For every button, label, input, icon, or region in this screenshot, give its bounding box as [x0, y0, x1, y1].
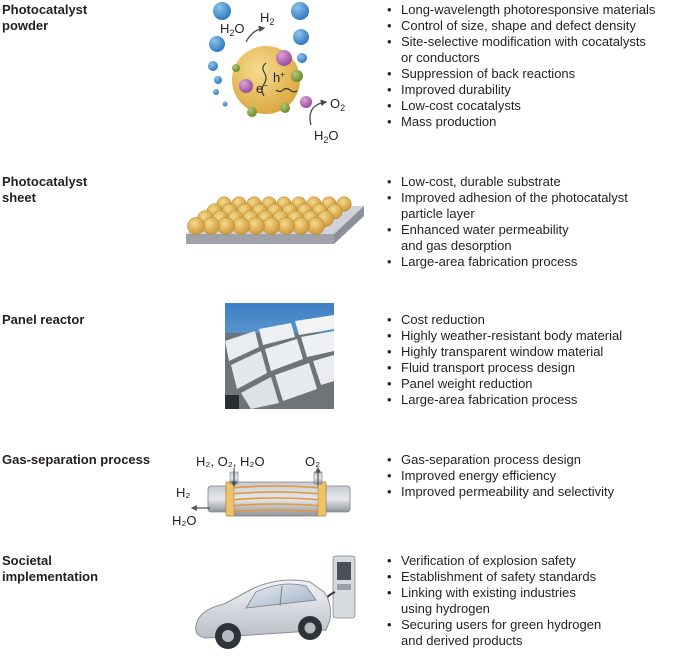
title-gas-separation-process: Gas-separation process [2, 452, 151, 467]
label-hole: h+ [273, 70, 285, 85]
sheet-particle [202, 217, 220, 235]
sheet-particle [277, 217, 295, 235]
label-h2o-out: H₂O [172, 513, 197, 528]
hydrogen-bubbles-left [208, 2, 231, 107]
label-h2-out: H₂ [176, 485, 190, 500]
cocatalyst-green [247, 107, 257, 117]
label-electron: e− [256, 81, 268, 96]
membrane-bundle [229, 485, 323, 513]
label-feed-gas: H₂, O₂, H₂O [196, 454, 265, 469]
label-h2o-top: H2O [220, 21, 245, 38]
cocatalyst-green [280, 103, 290, 113]
bullets-photocatalyst-sheet: Low-cost, durable substrate Improved adh… [387, 174, 628, 270]
label-o2: O2 [330, 96, 345, 113]
sheet-substrate-side [334, 206, 364, 244]
bullets-societal-implementation: Verification of explosion safety Establi… [387, 553, 601, 649]
bullets-gas-separation-process: Gas-separation process design Improved e… [387, 452, 614, 500]
panel-reactor-photo [225, 303, 334, 409]
sheet-particle [217, 217, 235, 235]
hole-path [275, 87, 298, 93]
sheet-substrate-front [186, 234, 334, 244]
cocatalyst-purple [276, 50, 292, 66]
cocatalyst-green [291, 70, 303, 82]
gas-separation-module-illustration: H₂, O₂, H₂O O₂ H₂ H₂O [172, 454, 351, 528]
bullet-item: Large-area fabrication process [387, 254, 628, 270]
sheet-particle [307, 217, 325, 235]
cocatalyst-purple [300, 96, 312, 108]
bullet-item: Improved adhesion of the photocatalystpa… [387, 190, 628, 222]
cocatalyst-green [232, 64, 240, 72]
cocatalyst-purple [239, 79, 253, 93]
oxygen-bubbles-right [291, 2, 309, 63]
bullet-item: Low-cost cocatalysts [387, 98, 655, 114]
photocatalyst-sheet-illustration [186, 196, 364, 244]
label-h2o-bottom: H2O [314, 128, 339, 145]
bullet-item: Large-area fabrication process [387, 392, 622, 408]
bullet-item: Suppression of back reactions [387, 66, 655, 82]
title-photocatalyst-sheet: Photocatalyst sheet [2, 174, 88, 205]
bullet-item: Highly transparent window material [387, 344, 622, 360]
bullet-item: Site-selective modification with cocatal… [387, 34, 655, 66]
bullet-item: Verification of explosion safety [387, 553, 601, 569]
hydrogen-car-illustration [195, 555, 356, 649]
label-o2-out: O₂ [305, 454, 320, 469]
bullet-item: Control of size, shape and defect densit… [387, 18, 655, 34]
bullets-photocatalyst-powder: Long-wavelength photoresponsive material… [387, 2, 655, 130]
bullet-item: Low-cost, durable substrate [387, 174, 628, 190]
bullet-item: Long-wavelength photoresponsive material… [387, 2, 655, 18]
o2-arrow [309, 99, 328, 126]
bullet-item: Mass production [387, 114, 655, 130]
photocatalyst-particle-illustration: H2O H2 e− h+ O2 H2O [208, 2, 345, 145]
title-panel-reactor: Panel reactor [2, 312, 85, 327]
bullet-item: Fluid transport process design [387, 360, 622, 376]
bullet-item: Panel weight reduction [387, 376, 622, 392]
bullet-item: Improved energy efficiency [387, 468, 614, 484]
bullet-item: Highly weather-resistant body material [387, 328, 622, 344]
sheet-particle [247, 217, 265, 235]
bullet-item: Improved durability [387, 82, 655, 98]
sheet-particle [262, 217, 280, 235]
h2-arrow [245, 25, 266, 43]
title-societal-implementation: Societal implementation [2, 553, 99, 584]
bullet-item: Cost reduction [387, 312, 622, 328]
bullet-item: Gas-separation process design [387, 452, 614, 468]
electron-path [261, 62, 267, 97]
label-h2: H2 [260, 10, 274, 27]
sheet-particle [232, 217, 250, 235]
sheet-particle [187, 217, 205, 235]
bullets-panel-reactor: Cost reduction Highly weather-resistant … [387, 312, 622, 408]
title-photocatalyst-powder: Photocatalyst powder [2, 2, 88, 33]
bullet-item: Improved permeability and selectivity [387, 484, 614, 500]
sheet-particle-layer [187, 196, 352, 235]
sheet-particle [292, 217, 310, 235]
bullet-item: Establishment of safety standards [387, 569, 601, 585]
